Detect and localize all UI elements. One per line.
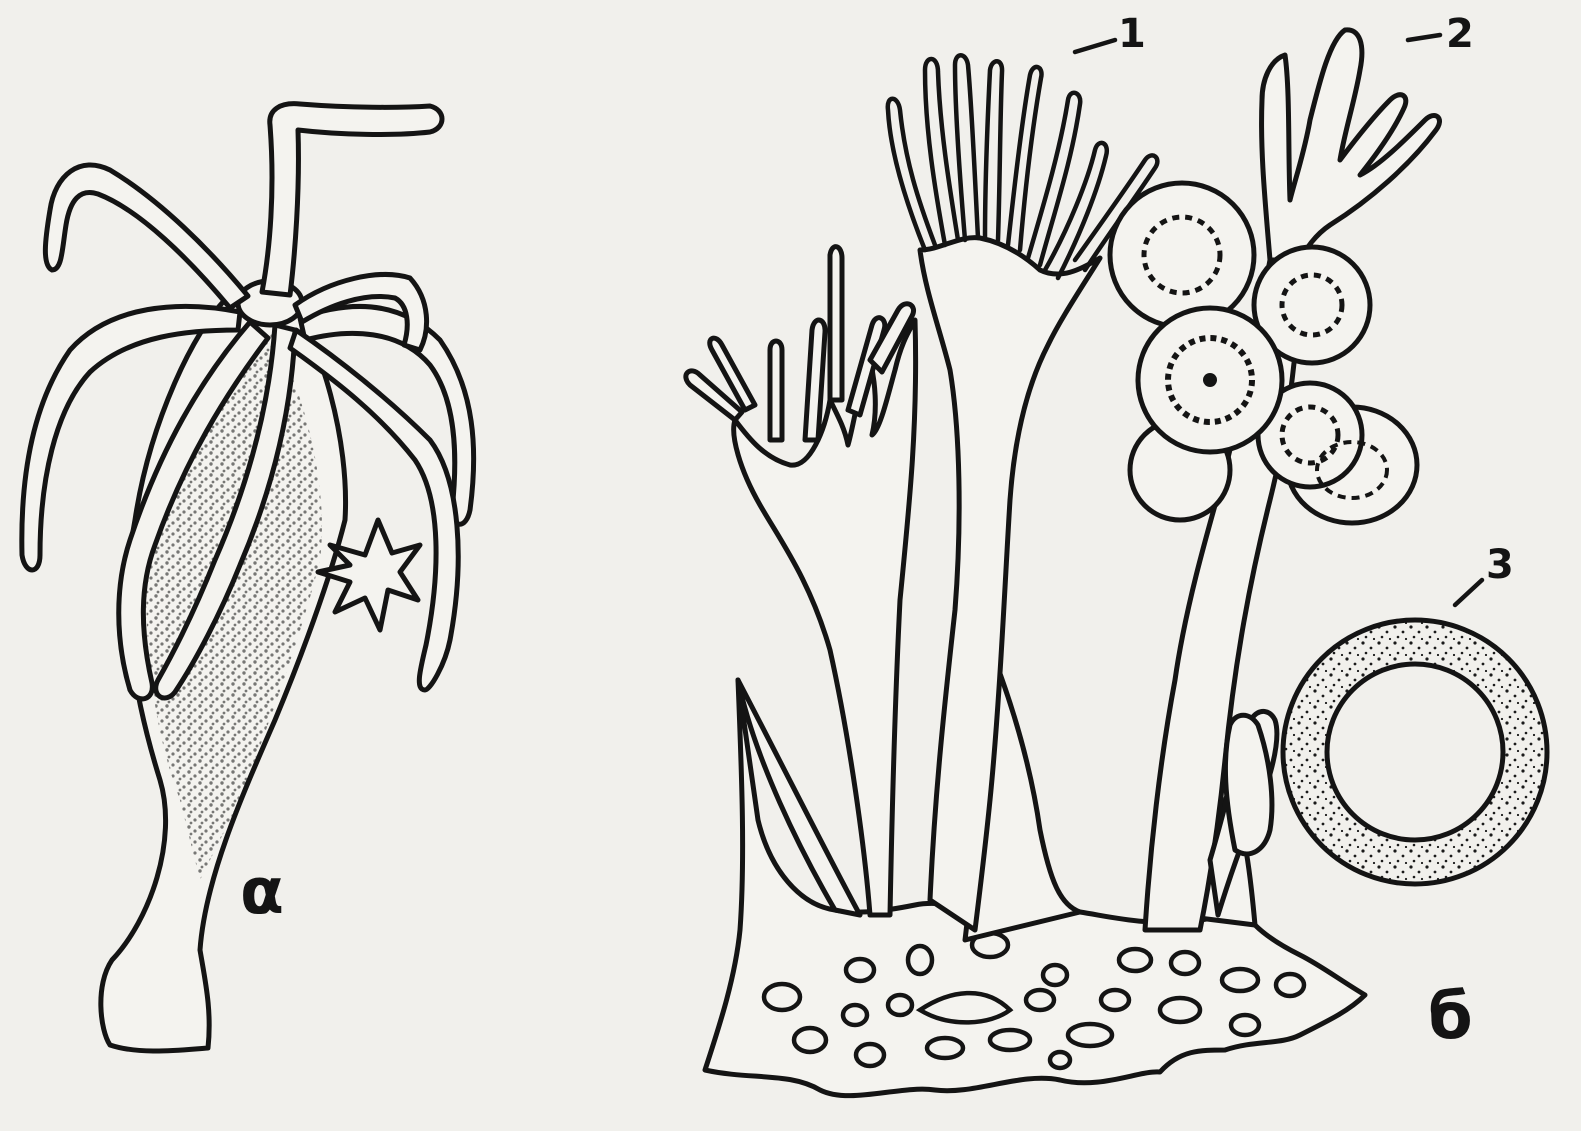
panel-label-a: α <box>240 860 284 924</box>
callout-label-1: 1 <box>1118 14 1146 54</box>
callout-label-3: 3 <box>1486 545 1514 585</box>
callout-line-2 <box>1408 35 1440 40</box>
callout-line-1 <box>1075 40 1115 52</box>
polyp-coiled-3 <box>1210 620 1547 915</box>
hydroid-colony-b <box>686 30 1547 1096</box>
callout-label-2: 2 <box>1446 14 1474 54</box>
callout-line-3 <box>1455 580 1482 605</box>
panel-label-b: б <box>1428 985 1473 1049</box>
